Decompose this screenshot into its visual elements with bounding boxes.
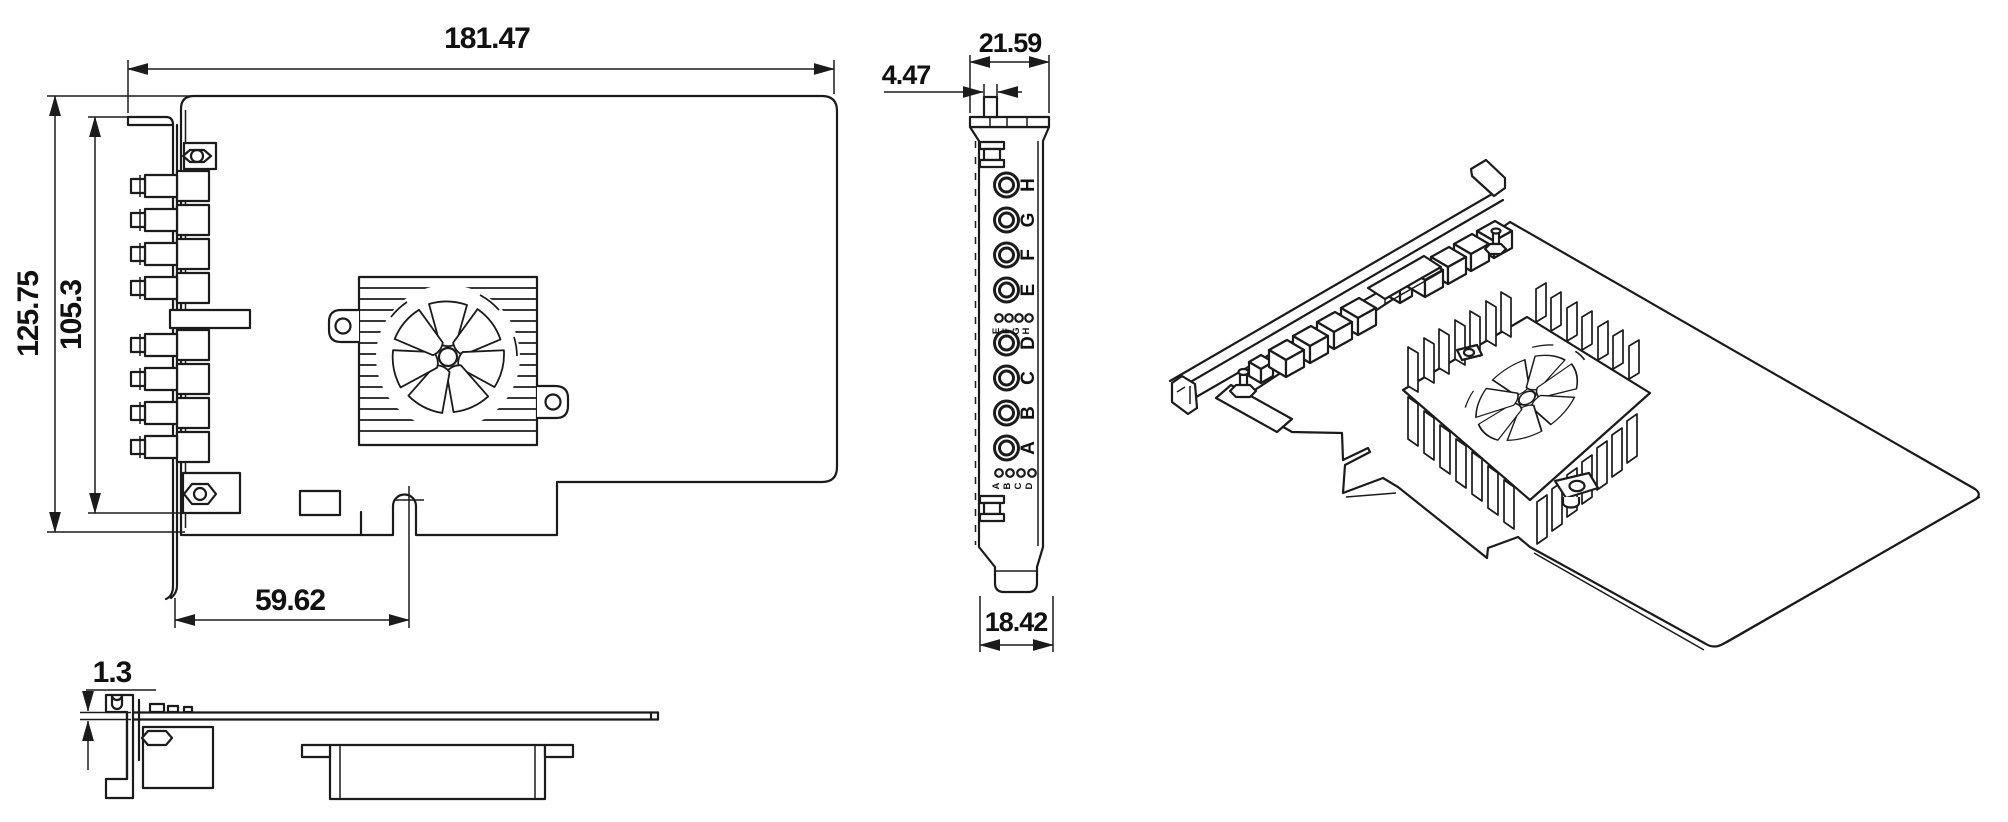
bracket-rear-view: H G F E D C B A E F G H A B C [882, 28, 1054, 652]
rca-jack [129, 328, 211, 362]
port-label: C [1018, 371, 1039, 385]
side-view: 1.3 [80, 656, 660, 801]
port-h [993, 171, 1020, 199]
dimension-bracket-width: 21.59 [969, 28, 1050, 113]
dim-key-notch-label: 59.62 [255, 584, 325, 617]
port-e [993, 276, 1020, 304]
led-label: B [1002, 482, 1013, 489]
heatsink-mount-ear-right [537, 384, 570, 420]
port-label: F [1018, 249, 1039, 261]
dimension-thickness: 1.3 [80, 656, 156, 770]
port-label: H [1018, 178, 1039, 192]
led-label: C [1013, 482, 1024, 489]
dimension-width: 181.47 [127, 22, 835, 113]
dimension-total-height: 125.75 [12, 95, 192, 533]
jack-block-side [140, 702, 215, 790]
iso-board-thickness [1345, 492, 1981, 651]
bracket-side [104, 693, 141, 800]
rca-jack [129, 430, 211, 464]
pcb-edge [129, 711, 660, 721]
port-b [993, 399, 1020, 427]
key-notch-centerline [395, 486, 424, 514]
led-label: A [991, 482, 1002, 489]
iso-fan-icon [1443, 321, 1612, 475]
isometric-view [1168, 158, 1981, 651]
dimension-foot-width: 18.42 [979, 596, 1054, 652]
iso-heatsink-ear-bottom [1553, 471, 1600, 509]
iso-board [1236, 220, 1980, 648]
port-g [993, 206, 1020, 234]
dim-bracket-height-label: 105.3 [55, 280, 88, 350]
dim-foot-width-label: 18.42 [985, 607, 1048, 637]
port-label: D [1018, 336, 1039, 350]
rca-jack [129, 271, 211, 305]
standoff-bottom [181, 471, 242, 515]
led-label: F [1001, 328, 1012, 334]
standoff-top [181, 141, 218, 171]
rca-jack [129, 362, 211, 396]
iso-heatsink [1401, 282, 1652, 545]
port-label: G [1018, 213, 1039, 228]
edge-connector-side [300, 743, 575, 801]
port-labels: H G F E D C B A [1018, 178, 1039, 455]
led-cluster-top: E F G H [991, 313, 1034, 335]
led-label: D [1024, 482, 1035, 489]
front-view: 181.47 125.75 105.3 59.62 [12, 22, 839, 628]
port-f [993, 241, 1020, 269]
dim-bracket-width-label: 21.59 [979, 28, 1043, 58]
standoff-cluster-top [978, 140, 1006, 169]
bracket-top-tab [982, 95, 999, 119]
led-cluster-bottom: A B C D [991, 468, 1037, 489]
mid-tab [168, 308, 252, 330]
bracket-lip [968, 115, 1051, 129]
dimension-key-notch-offset: 59.62 [174, 514, 410, 628]
iso-heatsink-ear-top [1455, 343, 1484, 362]
heatsink-mount-ear-left [327, 308, 359, 344]
led-label: G [1011, 327, 1022, 334]
rca-ports-rear [993, 171, 1020, 462]
dim-thickness-label: 1.3 [93, 656, 132, 689]
port-label: E [1018, 284, 1039, 297]
heatsink [327, 275, 570, 447]
dim-width-label: 181.47 [444, 22, 530, 55]
port-label: B [1018, 406, 1039, 420]
port-a [993, 434, 1020, 462]
rca-jack [129, 203, 211, 237]
iso-screw-top [1483, 227, 1508, 256]
led-label: E [991, 328, 1002, 334]
rca-jack [129, 169, 211, 203]
rca-jack [129, 396, 211, 430]
dimension-bracket-height: 105.3 [55, 116, 185, 514]
iso-bracket-foot [1170, 374, 1199, 416]
port-d [993, 329, 1020, 357]
led-label: H [1021, 327, 1032, 334]
bracket-lip-ticks [989, 117, 1028, 127]
iso-bracket-tab [1469, 158, 1507, 198]
standoff-cluster-bottom [978, 494, 1006, 523]
iso-fins-far [1407, 282, 1640, 393]
edge-component [298, 489, 342, 517]
card-outline [179, 94, 839, 537]
dimension-tab-width: 4.47 [882, 60, 1022, 98]
iso-fins-near [1407, 396, 1638, 545]
rca-jack [129, 237, 211, 271]
iso-mid-tab [1366, 254, 1443, 306]
dim-total-height-label: 125.75 [12, 271, 45, 357]
mounting-bracket-front [126, 115, 179, 601]
port-label: A [1018, 441, 1039, 455]
port-c [993, 364, 1020, 392]
rca-jacks-front [129, 169, 252, 464]
dim-tab-width-label: 4.47 [882, 60, 931, 90]
